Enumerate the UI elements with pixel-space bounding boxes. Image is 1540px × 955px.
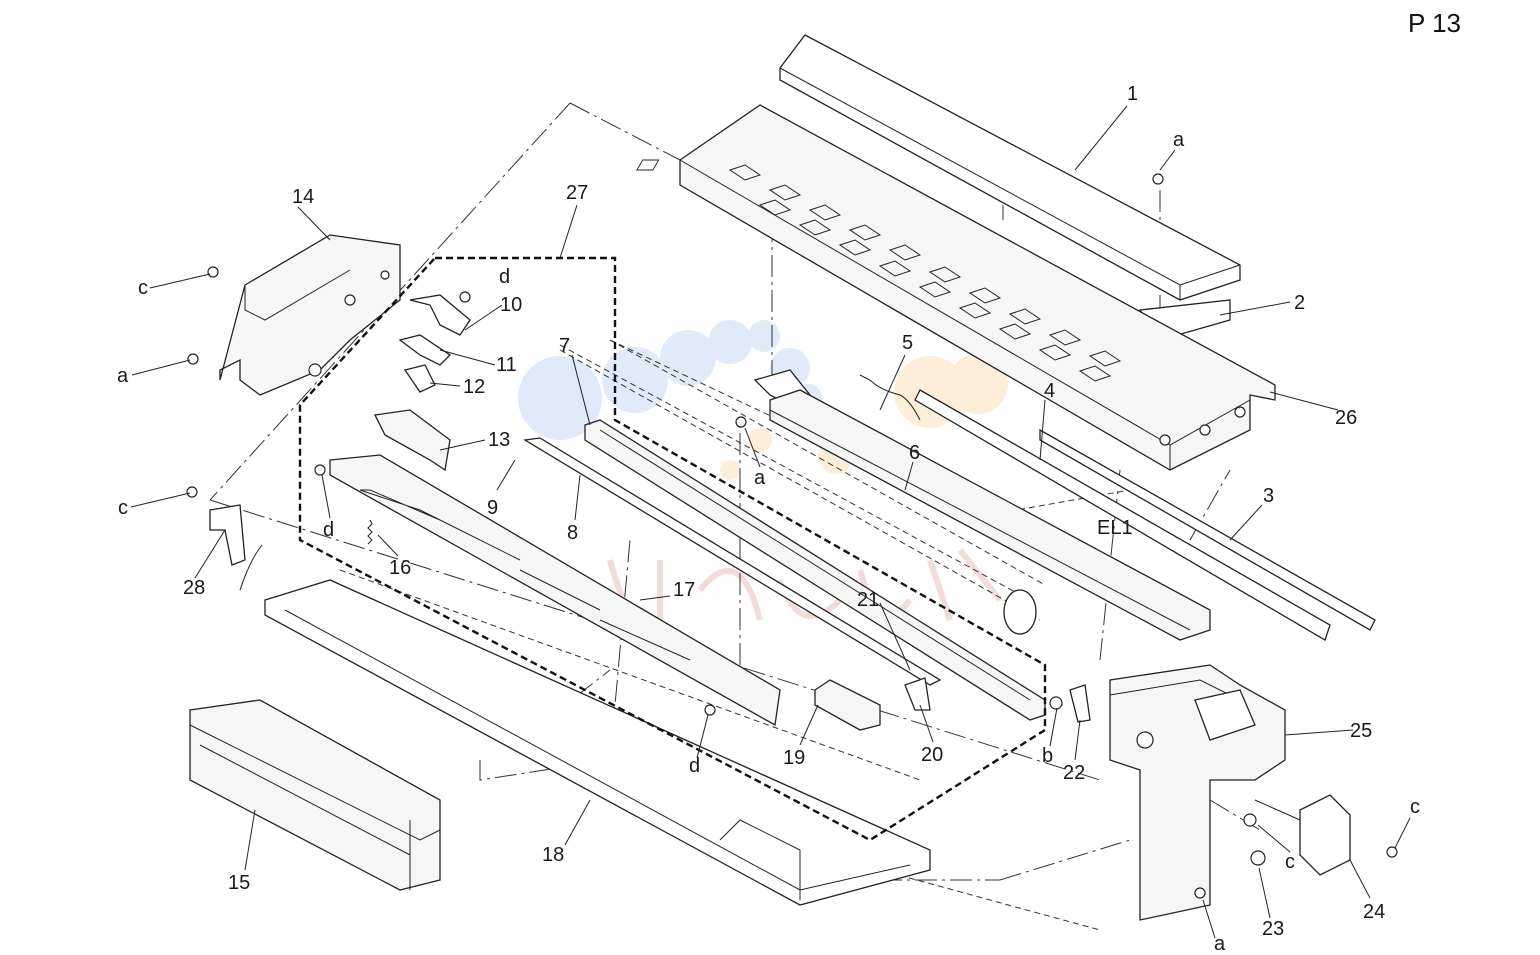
part-10-bracket[interactable] xyxy=(409,294,471,336)
callout-b: b xyxy=(1042,745,1053,767)
callout-c-24: c xyxy=(1410,796,1420,818)
part-4-rail[interactable] xyxy=(914,389,1331,641)
callout-a-top: a xyxy=(1173,129,1185,151)
callout-12: 12 xyxy=(463,376,485,398)
part-18-base-frame[interactable] xyxy=(264,579,931,906)
callout-17: 17 xyxy=(673,579,695,601)
callout-27: 27 xyxy=(566,182,588,204)
part-19-holder[interactable] xyxy=(814,679,881,731)
callout-d-10: d xyxy=(499,266,510,288)
callout-22: 22 xyxy=(1063,762,1085,784)
callout-el1: EL1 xyxy=(1097,517,1133,539)
callout-15: 15 xyxy=(228,872,250,894)
part-16-spring[interactable] xyxy=(367,519,373,545)
callout-c-14: c xyxy=(138,277,148,299)
part-26-main-frame[interactable] xyxy=(636,104,1276,471)
leader-lines xyxy=(130,105,1411,939)
part-8-scale[interactable] xyxy=(523,437,942,686)
part-15-scanner-unit[interactable] xyxy=(189,699,441,891)
callout-labels: 1 a 2 26 4 5 6 3 EL1 7 27 14 c a c 28 d … xyxy=(117,83,1420,955)
callout-13: 13 xyxy=(488,429,510,451)
callout-3: 3 xyxy=(1263,485,1274,507)
part-12-clip[interactable] xyxy=(403,364,436,393)
callout-c-28: c xyxy=(118,497,128,519)
part-17-carriage-plate[interactable] xyxy=(329,454,781,727)
part-6-lamp-unit[interactable] xyxy=(769,389,1211,641)
callout-21: 21 xyxy=(857,589,879,611)
callout-16: 16 xyxy=(389,557,411,579)
part-14-side-bracket[interactable] xyxy=(219,234,401,396)
roller-outline xyxy=(559,339,1046,635)
callout-5: 5 xyxy=(902,332,913,354)
callout-18: 18 xyxy=(542,844,564,866)
callout-25: 25 xyxy=(1350,720,1372,742)
callout-d-19: d xyxy=(689,755,700,777)
callout-20: 20 xyxy=(921,744,943,766)
part-25-side-frame[interactable] xyxy=(1109,664,1286,921)
callout-19: 19 xyxy=(783,747,805,769)
page-number: P 13 xyxy=(1408,8,1462,38)
part-28-cable-clip[interactable] xyxy=(209,504,263,591)
callout-2: 2 xyxy=(1294,292,1305,314)
part-22-plate[interactable] xyxy=(1069,684,1091,723)
callout-10: 10 xyxy=(500,294,522,316)
callout-4: 4 xyxy=(1044,380,1055,402)
callout-26: 26 xyxy=(1335,407,1357,429)
callout-d-16: d xyxy=(323,519,334,541)
callout-8: 8 xyxy=(567,522,578,544)
callout-a-bottom: a xyxy=(1214,933,1226,950)
callout-1: 1 xyxy=(1127,83,1138,105)
callout-14: 14 xyxy=(292,186,314,208)
screws xyxy=(186,173,1398,899)
callout-9: 9 xyxy=(487,497,498,519)
callout-28: 28 xyxy=(183,577,205,599)
part-1-top-cover[interactable] xyxy=(779,34,1241,301)
callout-23: 23 xyxy=(1262,918,1284,940)
callout-7: 7 xyxy=(559,335,570,357)
callout-a-center: a xyxy=(754,467,766,489)
callout-6: 6 xyxy=(909,442,920,464)
part-13-holder[interactable] xyxy=(374,409,451,472)
callout-a-14: a xyxy=(117,365,129,387)
part-11-plate[interactable] xyxy=(398,334,452,366)
part-20-clip[interactable] xyxy=(904,677,931,711)
part-27-assembly-boundary xyxy=(298,256,1047,842)
callout-11: 11 xyxy=(496,354,517,376)
callout-c-25: c xyxy=(1285,851,1295,873)
callout-24: 24 xyxy=(1363,901,1385,923)
part-3-rail[interactable] xyxy=(1039,428,1376,631)
